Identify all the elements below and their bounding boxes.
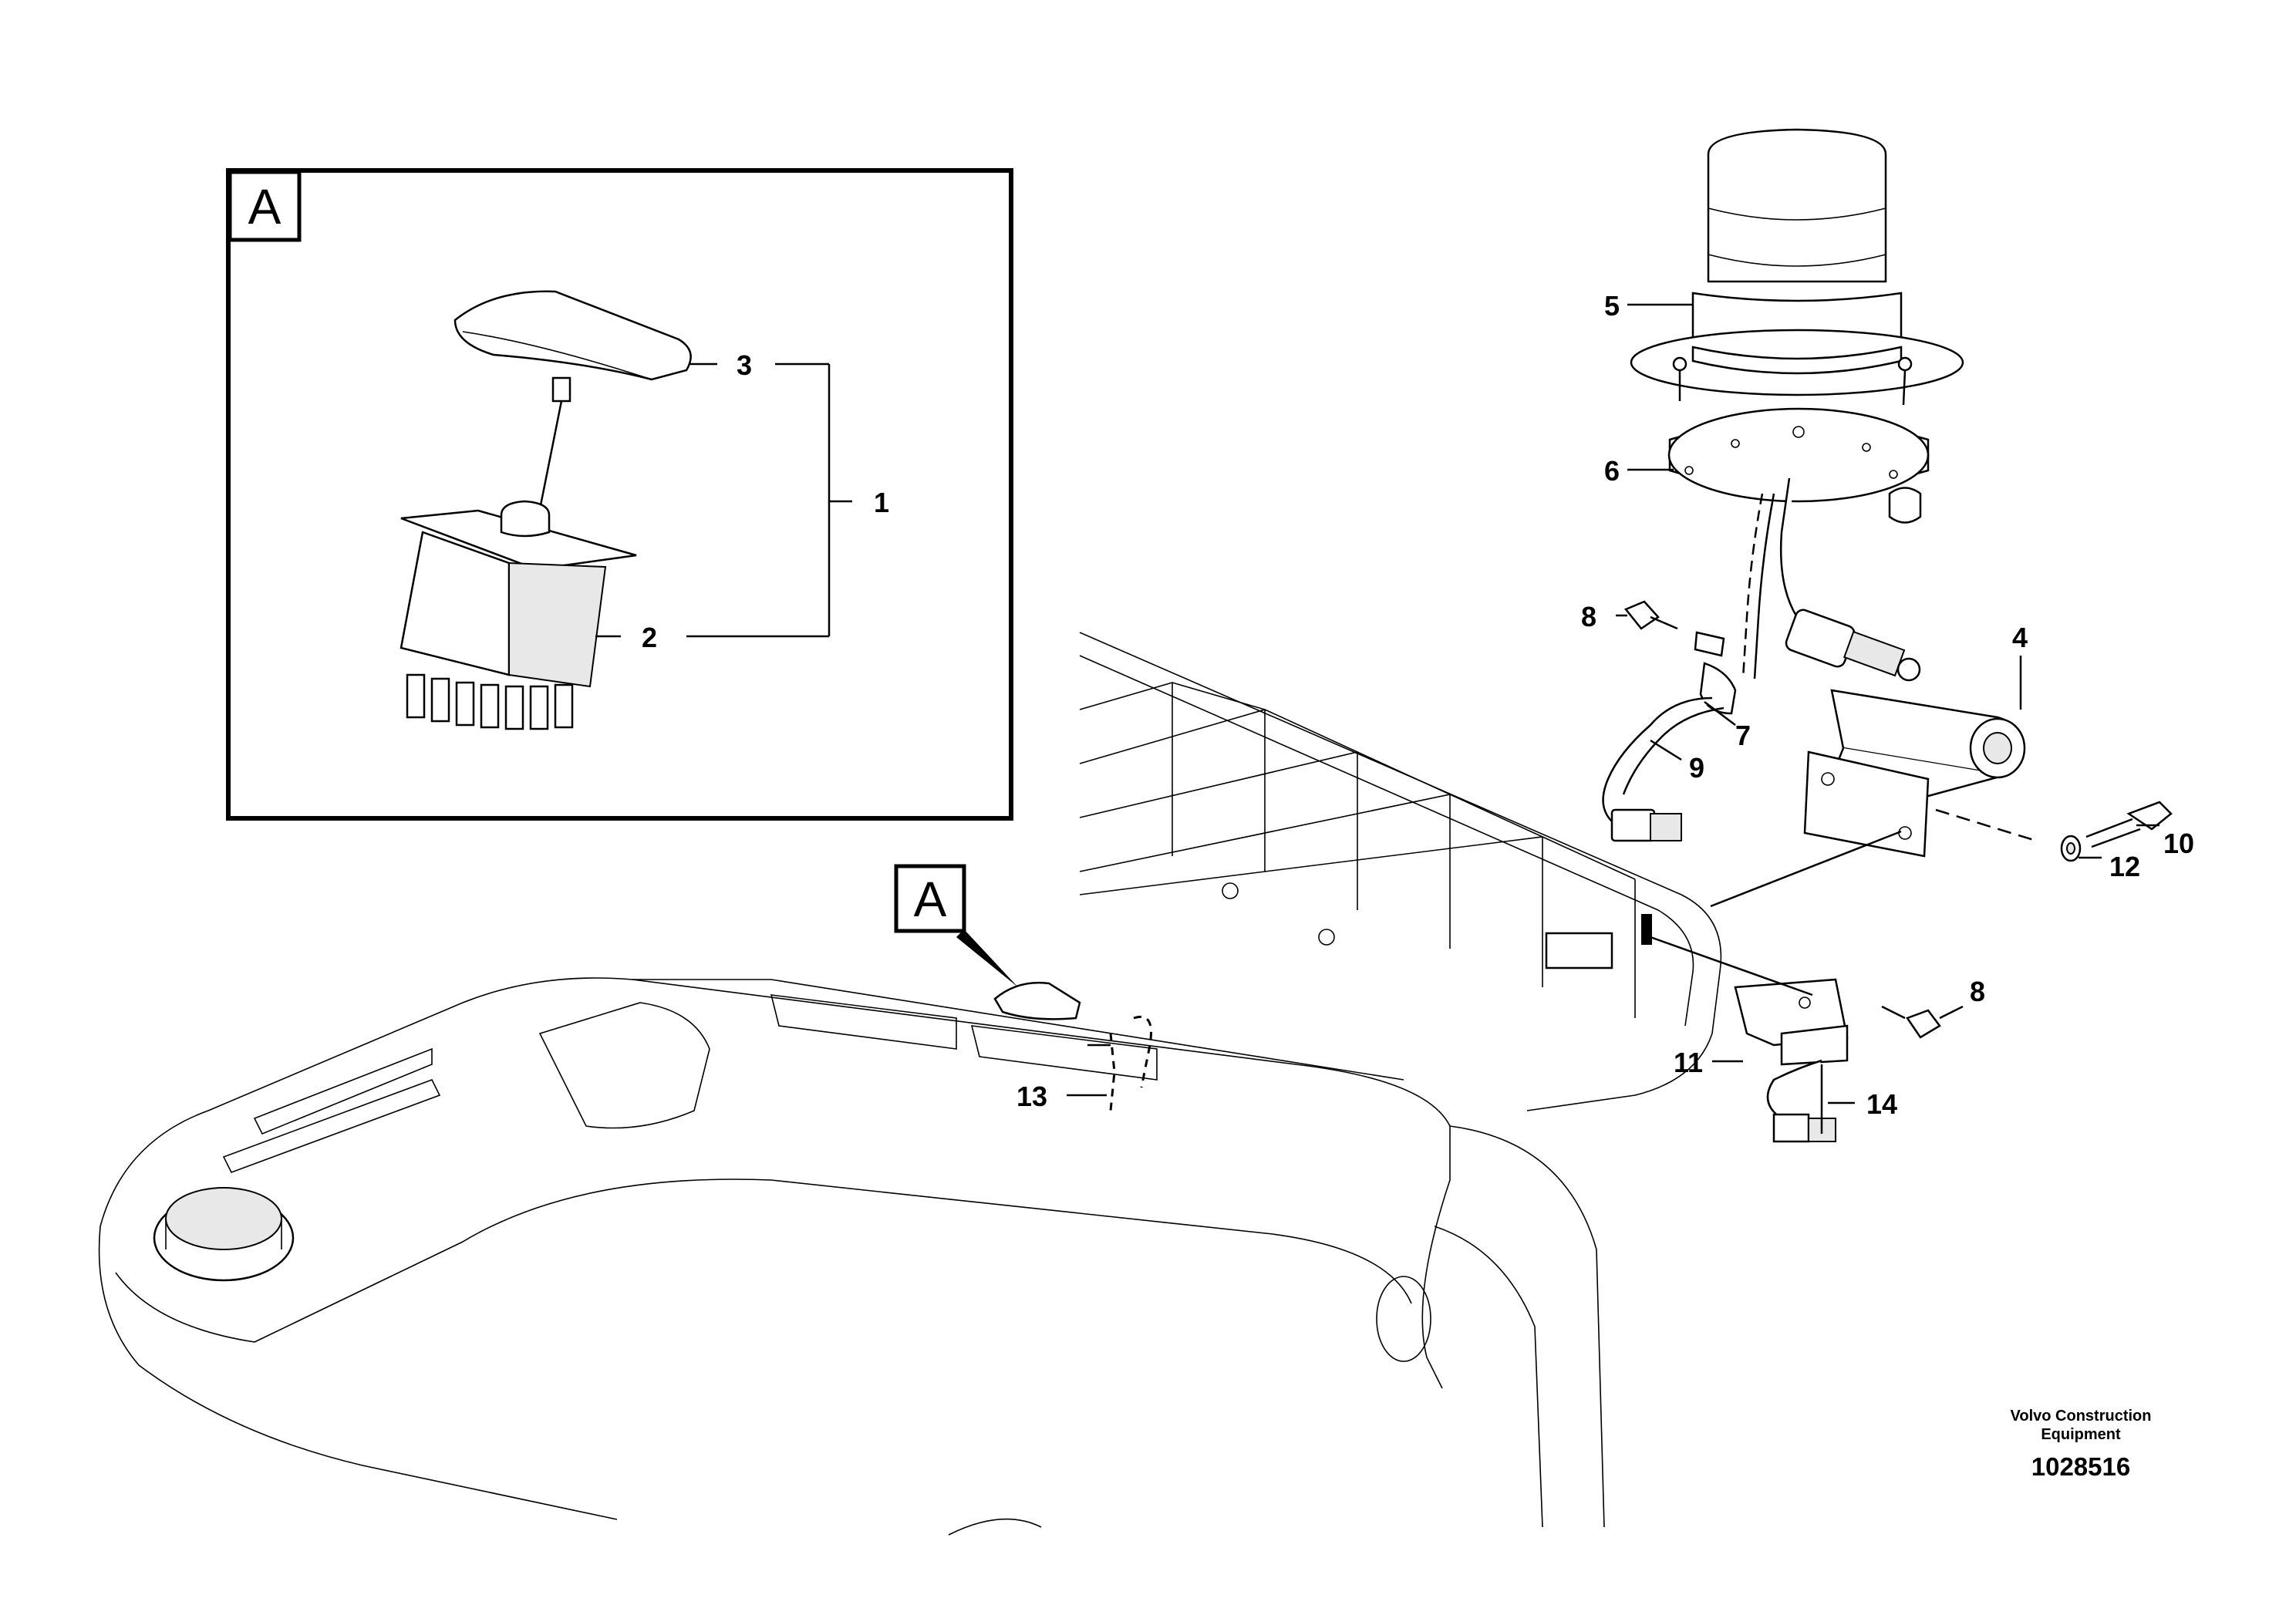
callout-8-bottom: 8 xyxy=(1970,976,1985,1007)
bolt-8-top xyxy=(1623,600,1725,657)
company-name-line2: Equipment xyxy=(2041,1426,2121,1443)
detail-box-letter: A xyxy=(248,179,282,234)
callouts: 5 6 8 4 7 9 10 12 8 11 14 xyxy=(1581,290,2194,1120)
switch-terminals xyxy=(406,673,574,730)
screw-10 xyxy=(2085,801,2173,848)
rocker-switch-body xyxy=(400,500,637,730)
callout-14: 14 xyxy=(1866,1088,1897,1120)
harness-14 xyxy=(1766,1059,1836,1143)
callout-1: 1 xyxy=(874,487,889,518)
detail-marker-letter: A xyxy=(914,872,947,927)
callout-13: 13 xyxy=(1017,1081,1047,1112)
beacon-cable xyxy=(1602,477,1921,842)
callout-6: 6 xyxy=(1604,455,1620,487)
cab-roof-guard xyxy=(1079,632,1722,1111)
detail-view-a: A xyxy=(226,168,1013,821)
bolt-8-bottom xyxy=(1881,1005,1941,1039)
harness-13: 13 xyxy=(1017,1016,1152,1112)
callout-8-top: 8 xyxy=(1581,601,1596,632)
callout-4: 4 xyxy=(2012,622,2028,653)
callout-2: 2 xyxy=(642,622,657,653)
drawing-number: 1028516 xyxy=(2031,1452,2130,1481)
company-name-line1: Volvo Construction xyxy=(2011,1408,2152,1425)
callout-10: 10 xyxy=(2163,828,2194,859)
cab-body xyxy=(98,977,1605,1536)
detail-marker-a: A xyxy=(894,864,1081,1020)
callout-7: 7 xyxy=(1735,720,1751,751)
bracket-11 xyxy=(1650,936,1849,1066)
callout-3: 3 xyxy=(737,349,752,381)
switch-cap xyxy=(453,290,692,510)
callout-12: 12 xyxy=(2109,851,2140,882)
callout-11: 11 xyxy=(1674,1047,1703,1078)
bracket-4 xyxy=(1710,689,2037,908)
callout-5: 5 xyxy=(1604,290,1620,322)
beacon-lamp xyxy=(1630,128,1964,406)
beacon-mount-plate xyxy=(1667,407,1930,524)
washer-12 xyxy=(2060,835,2082,862)
callout-9: 9 xyxy=(1689,752,1704,784)
drawing-footer: Volvo Construction Equipment 1028516 xyxy=(2011,1408,2152,1481)
